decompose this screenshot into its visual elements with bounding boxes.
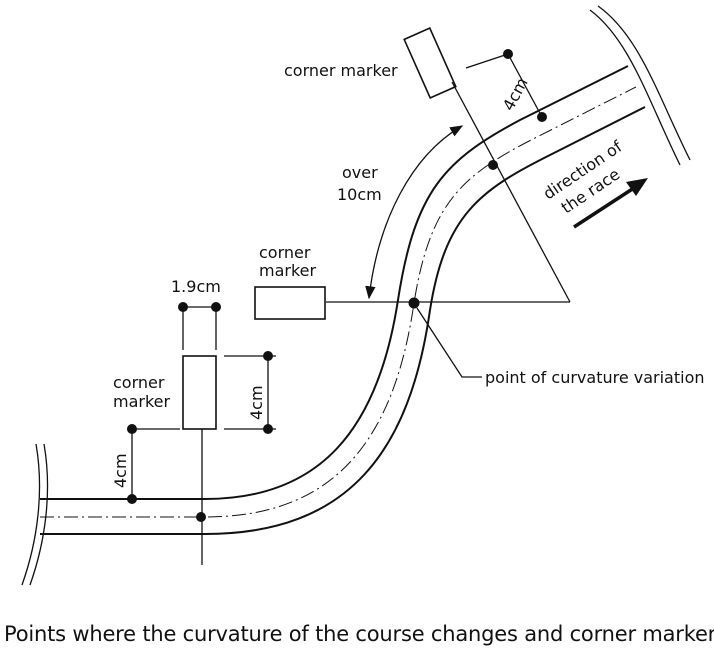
curvature-point: [408, 297, 420, 309]
figure-caption: Points where the curvature of the course…: [4, 622, 714, 646]
dim-dot: [178, 302, 188, 312]
dim-4cm-top-ext: [465, 53, 509, 69]
marker-line-top: [451, 81, 571, 303]
track: [40, 65, 646, 535]
label-corner-mid-1: corner: [259, 243, 311, 262]
dim-dot: [127, 424, 137, 434]
corner-marker-top: [403, 27, 457, 99]
track-centerline: [40, 86, 637, 518]
label-corner-marker-top: corner marker: [284, 61, 398, 80]
track-point: [488, 160, 498, 170]
dim-dot: [537, 112, 547, 122]
label-1-9cm: 1.9cm: [171, 277, 221, 296]
label-corner-left-1: corner: [113, 373, 165, 392]
corner-marker-mid: [254, 286, 326, 320]
right-wall: [589, 5, 691, 166]
track-upper-edge: [40, 65, 629, 500]
label-corner-mid-2: marker: [259, 261, 317, 280]
corner-marker-left: [182, 355, 217, 430]
dim-dot: [211, 302, 221, 312]
dim-dot: [503, 49, 513, 59]
dim-4cm-top-line: [507, 53, 543, 118]
label-over: over: [342, 163, 378, 182]
dim-dot: [263, 424, 273, 434]
left-wall: [21, 443, 49, 586]
curvature-leader: [416, 307, 482, 378]
label-corner-left-2: marker: [113, 392, 171, 411]
dim-dot: [263, 351, 273, 361]
track-point: [196, 512, 206, 522]
direction-arrow: [573, 182, 641, 229]
over-10cm-arrow: [365, 125, 464, 300]
track-lower-edge: [40, 106, 646, 535]
label-4cm-left: 4cm: [111, 453, 130, 488]
label-4cm-marker: 4cm: [247, 385, 266, 420]
dim-dot: [127, 494, 137, 504]
label-point-curvature: point of curvature variation: [485, 368, 705, 387]
label-10cm: 10cm: [337, 185, 382, 204]
direction-arrowhead: [626, 178, 648, 196]
label-4cm-top: 4cm: [499, 74, 532, 113]
